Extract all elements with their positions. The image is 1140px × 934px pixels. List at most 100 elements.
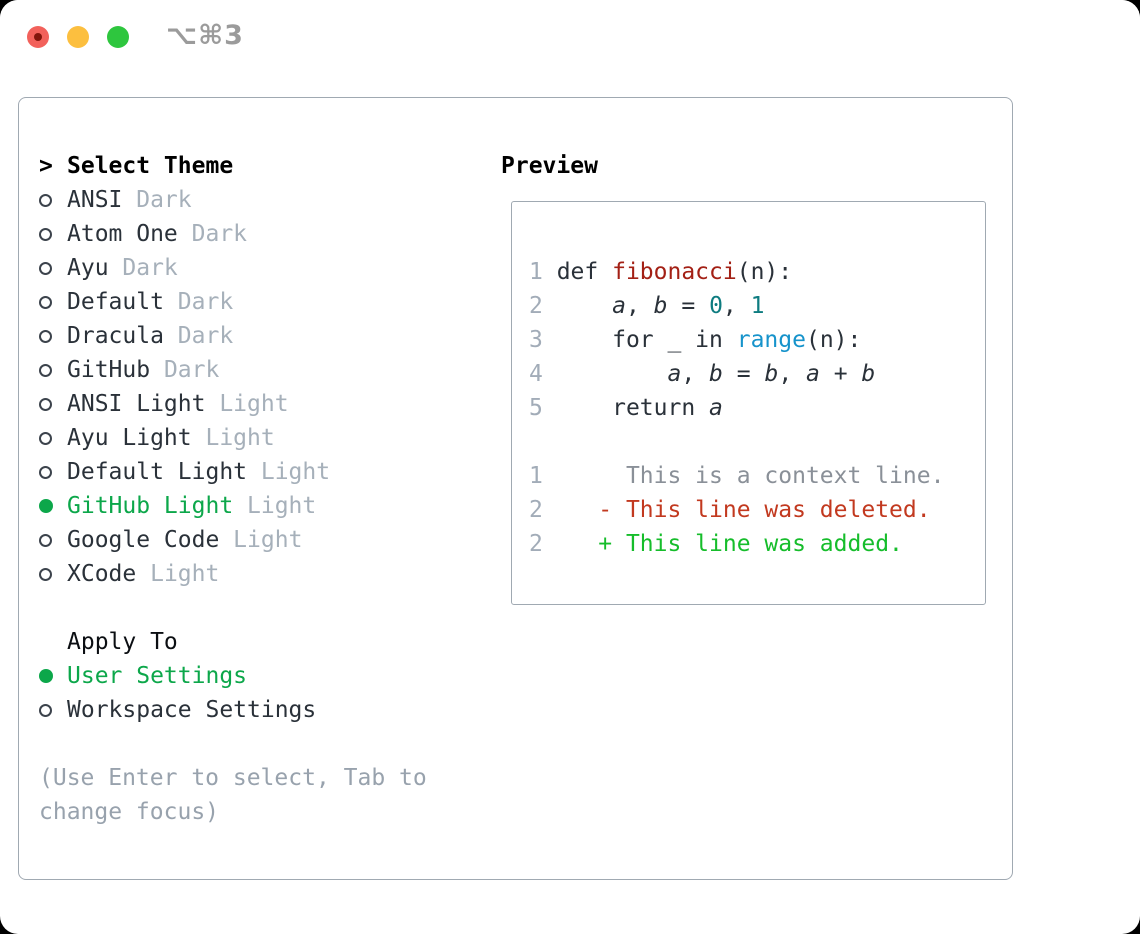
code-segment-added: + This line was added. [598, 531, 903, 557]
code-segment-text: = [722, 361, 765, 387]
theme-option-ansi-light[interactable]: ANSI Light Light [39, 387, 427, 421]
radio-icon [39, 533, 52, 547]
radio-cell [39, 397, 67, 411]
theme-variant: Light [219, 527, 303, 553]
code-segment-linenum: 2 [529, 531, 599, 557]
theme-option-ayu-light[interactable]: Ayu Light Light [39, 421, 427, 455]
radio-icon [39, 329, 52, 343]
theme-list-header: > Select Theme [39, 149, 427, 183]
theme-option-xcode[interactable]: XCode Light [39, 557, 427, 591]
code-segment-linenum: 1 [529, 259, 557, 285]
theme-variant: Light [247, 459, 331, 485]
code-segment-linenum: 2 [529, 497, 599, 523]
preview-line: 3 for _ in range(n): [529, 323, 985, 357]
close-button[interactable] [27, 26, 49, 48]
radio-cell [39, 261, 67, 275]
theme-option-github[interactable]: GitHub Dark [39, 353, 427, 387]
theme-variant: Dark [150, 357, 220, 383]
radio-cell [39, 465, 67, 479]
radio-cell [39, 193, 67, 207]
select-theme-title: Select Theme [67, 153, 234, 179]
theme-option-dracula[interactable]: Dracula Dark [39, 319, 427, 353]
preview-line: 1 This is a context line. [529, 459, 985, 493]
code-segment-variable: a [612, 293, 626, 319]
radio-cell [39, 567, 67, 581]
caret-icon: > [39, 153, 53, 179]
radio-cell [39, 363, 67, 377]
apply-option-label: Workspace Settings [67, 697, 317, 723]
theme-name: XCode [67, 561, 137, 587]
spacer [39, 591, 427, 625]
theme-variant: Dark [177, 221, 248, 247]
theme-variant: Dark [163, 323, 234, 349]
theme-option-google-code[interactable]: Google Code Light [39, 523, 427, 557]
apply-option-workspace-settings[interactable]: Workspace Settings [39, 693, 427, 727]
code-segment-linenum: 3 [529, 327, 613, 353]
code-segment-text: , [778, 361, 807, 387]
radio-icon [39, 431, 52, 445]
theme-variant: Light [136, 561, 220, 587]
preview-line: 1 def fibonacci(n): [529, 255, 985, 289]
minimize-button[interactable] [67, 26, 89, 48]
preview-box: 1 def fibonacci(n): 2 a, b = 0, 1 3 for _ … [511, 201, 986, 605]
theme-name: GitHub Light [67, 493, 234, 519]
theme-option-atom-one[interactable]: Atom One Dark [39, 217, 427, 251]
theme-option-default[interactable]: Default Dark [39, 285, 427, 319]
code-segment-linenum: 4 [529, 361, 668, 387]
code-segment-number: 1 [750, 293, 765, 319]
preview-line [529, 425, 985, 459]
theme-name: ANSI Light [67, 391, 206, 417]
theme-option-ansi[interactable]: ANSI Dark [39, 183, 427, 217]
code-segment-variable: b [709, 361, 723, 387]
traffic-lights [27, 26, 129, 48]
titlebar: ⌥⌘3 [0, 0, 1140, 74]
code-segment-variable: a [806, 361, 820, 387]
apply-option-label: User Settings [67, 663, 248, 689]
radio-cell [39, 499, 67, 513]
code-segment-text: (n): [805, 327, 862, 353]
theme-variant: Dark [163, 289, 234, 315]
radio-icon [39, 703, 52, 717]
code-segment-number: 0 [709, 293, 723, 319]
radio-cell [39, 703, 67, 717]
code-segment-text: , [681, 361, 710, 387]
theme-variant: Dark [108, 255, 178, 281]
theme-option-github-light[interactable]: GitHub Light Light [39, 489, 427, 523]
code-segment-linenum: 5 [529, 395, 613, 421]
code-segment-variable: b [764, 361, 779, 387]
code-segment-context: This is a context line. [625, 463, 945, 489]
theme-name: GitHub [67, 357, 151, 383]
preview-line: 2 + This line was added. [529, 527, 985, 561]
theme-name: Default Light [67, 459, 248, 485]
preview-line: 2 - This line was deleted. [529, 493, 985, 527]
radio-icon [39, 193, 52, 207]
code-segment-call: range [736, 327, 806, 353]
theme-option-default-light[interactable]: Default Light Light [39, 455, 427, 489]
code-segment-deleted: - This line was deleted. [598, 497, 931, 523]
theme-name: Dracula [67, 323, 164, 349]
hint-line: (Use Enter to select, Tab to [39, 765, 427, 791]
apply-option-user-settings[interactable]: User Settings [39, 659, 427, 693]
radio-icon [39, 227, 52, 241]
code-segment-function: fibonacci [612, 259, 737, 285]
radio-cell [39, 329, 67, 343]
zoom-button[interactable] [107, 26, 129, 48]
theme-name: ANSI [67, 187, 123, 213]
spacer [39, 727, 427, 761]
theme-option-ayu[interactable]: Ayu Dark [39, 251, 427, 285]
theme-name: Ayu [67, 255, 109, 281]
modified-dot-icon [34, 33, 42, 41]
theme-name: Atom One [67, 221, 178, 247]
theme-name: Default [67, 289, 164, 315]
preview-line: 4 a, b = b, a + b [529, 357, 985, 391]
code-segment-variable: b [861, 361, 876, 387]
radio-icon [39, 363, 52, 377]
code-segment-variable: a [667, 361, 682, 387]
theme-variant: Dark [122, 187, 192, 213]
radio-icon [39, 465, 52, 479]
code-segment-variable: a [709, 395, 723, 421]
